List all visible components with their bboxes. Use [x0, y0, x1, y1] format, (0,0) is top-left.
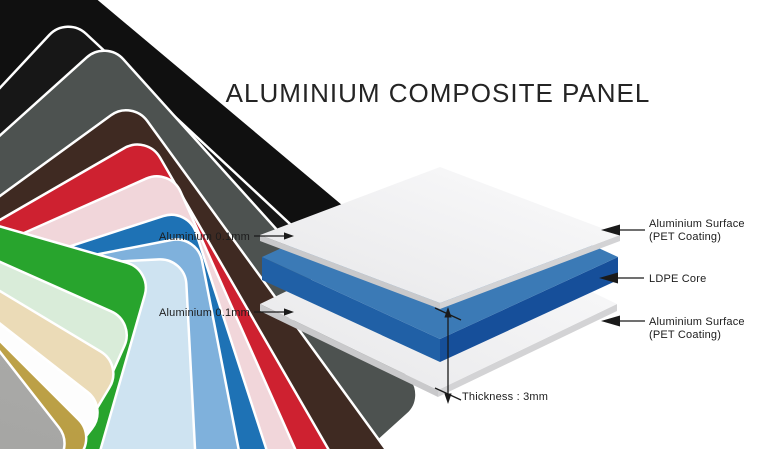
top-sheet-right-label-line2: (PET Coating) — [649, 231, 721, 243]
callout-top-sheet-left: Aluminium 0.1mm — [159, 231, 294, 243]
bottom-sheet-right-label-line1: Aluminium Surface — [649, 316, 745, 328]
top-sheet-left-label: Aluminium 0.1mm — [159, 231, 250, 243]
arrow-right-icon — [284, 308, 294, 316]
thickness-dimension: Thickness : 3mm — [434, 307, 548, 404]
core-right-label: LDPE Core — [649, 273, 706, 285]
callout-top-sheet-right: Aluminium Surface (PET Coating) — [601, 218, 745, 243]
arrow-left-icon — [599, 272, 618, 284]
bottom-sheet-right-label-line2: (PET Coating) — [649, 329, 721, 341]
dimension-arrow-down-icon — [444, 393, 452, 404]
top-aluminium-sheet — [260, 167, 620, 309]
dimension-tick-top — [434, 307, 462, 321]
core-right-face — [440, 257, 618, 362]
thickness-label: Thickness : 3mm — [462, 391, 548, 403]
callout-bottom-sheet-right: Aluminium Surface (PET Coating) — [601, 315, 745, 341]
arrow-left-icon — [601, 224, 620, 236]
bottom-sheet-left-edge — [260, 304, 438, 397]
top-sheet-right-edge — [440, 235, 620, 309]
callout-core-right: LDPE Core — [599, 272, 706, 285]
page-title: ALUMINIUM COMPOSITE PANEL — [225, 78, 651, 108]
core-left-face — [262, 257, 440, 362]
top-sheet-left-edge — [260, 235, 440, 309]
panel-diagram: Thickness : 3mm Aluminium 0.1mm Aluminiu… — [159, 167, 745, 404]
top-sheet-right-label-line1: Aluminium Surface — [649, 218, 745, 230]
top-sheet-top-face — [260, 167, 620, 303]
dimension-tick-bottom — [434, 387, 462, 401]
arrow-right-icon — [284, 232, 294, 240]
bottom-sheet-left-label: Aluminium 0.1mm — [159, 307, 250, 319]
callout-bottom-sheet-left: Aluminium 0.1mm — [159, 307, 294, 319]
bottom-sheet-right-edge — [438, 304, 617, 397]
color-fan — [0, 0, 418, 449]
arrow-left-icon — [601, 315, 620, 327]
